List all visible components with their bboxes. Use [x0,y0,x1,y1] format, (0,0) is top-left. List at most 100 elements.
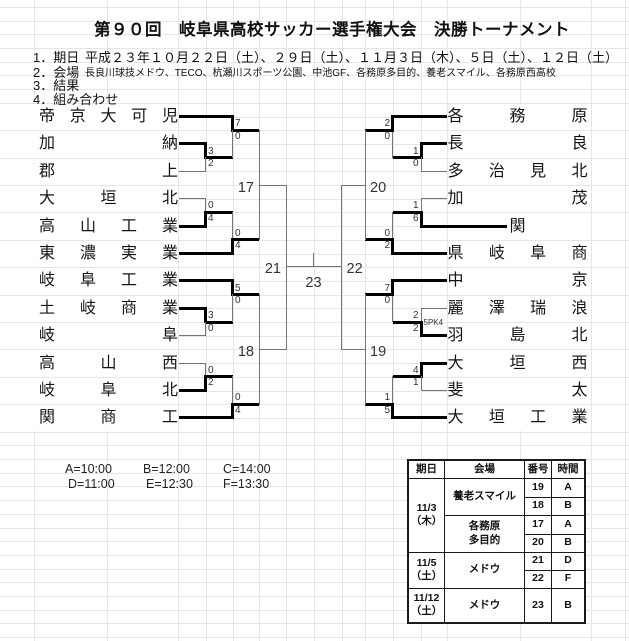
team-name-char: 大 [39,190,56,208]
time-code-cell: A [551,477,586,498]
time-code: B=12:00 [143,462,190,476]
gridline [178,198,447,200]
gridline [0,431,629,433]
time-code-cell: D [551,551,586,571]
gridline [0,445,629,447]
match-vertical [204,306,207,324]
team-name-char: 工 [120,217,137,235]
score-top: 1 [412,200,419,212]
match-number-label: 17 [237,179,254,196]
team-line [178,362,206,364]
team-name-left-11: 関商工 [39,408,178,427]
gridline [0,623,629,625]
date-cell: 11/12（土） [407,587,445,624]
team-name-char: 東 [39,245,56,262]
gridline [286,0,287,641]
match-vertical [420,157,422,172]
team-name-char: 帝 [39,108,56,125]
team-name-right-2: 多治見北 [448,162,588,181]
team-name-char: 茂 [571,190,588,208]
info-row-pairings: 4．組み合わせ [33,89,118,108]
match-vertical [205,321,206,337]
gridline [178,280,447,282]
winner-advance-line [392,210,421,214]
team-name-char: 岐 [488,245,505,262]
gridline [625,0,626,641]
match-vertical [419,361,423,379]
winner-advance-line [341,184,365,186]
team-name-char: 原 [571,108,588,125]
team-name-char: 瑞 [530,299,547,317]
gridline [0,89,629,91]
gridline [0,609,629,611]
time-code-cell: A [551,514,586,535]
team-line [421,361,447,365]
time-code-cell: F [551,569,586,589]
team-name-char: 商 [571,245,588,262]
venue-cell: メドウ [444,587,525,624]
winner-advance-line [392,320,421,324]
team-name-char: 可 [131,108,148,125]
column-header-time: 時間 [551,459,586,479]
team-name-left-5: 東濃実業 [39,244,178,263]
match-vertical [204,375,207,392]
gridline [0,582,629,584]
team-name-char: 商 [100,409,117,427]
gridline [0,459,629,460]
team-line [421,334,447,338]
team-line [392,252,447,255]
match-vertical [391,238,394,255]
winner-advance-line [392,375,421,379]
time-code-cell: B [551,533,586,553]
match-number-cell: 20 [524,533,552,553]
gridline [178,253,447,255]
team-name-char: 斐 [447,382,464,399]
gridline [178,0,179,641]
match-number-label: 20 [370,179,387,196]
gridline [0,75,629,77]
team-name-char: 関 [39,409,56,427]
score-top: 3 [208,145,214,157]
match-number-cell: 17 [524,514,552,535]
team-name-char: 岐 [39,272,56,290]
score-top: 2 [412,310,419,321]
team-line [178,115,233,118]
team-line [178,252,233,255]
team-name-char: 垣 [100,190,117,208]
team-name-char: 治 [488,162,505,180]
team-name-char: 山 [79,217,96,235]
match-vertical [232,129,233,159]
team-line [178,279,233,283]
gridline [313,0,315,641]
score-top: 5 [235,282,241,294]
score-top: 0 [384,227,390,239]
team-name-char: 濃 [79,245,96,262]
match-number-label: 22 [346,261,363,278]
team-line [178,416,233,420]
team-name-char: 垣 [488,409,505,427]
gridline [178,171,447,173]
time-code: F=13:30 [223,477,270,491]
score-bottom: 0 [384,295,390,307]
gridline [0,130,629,132]
column-header-venue: 会場 [444,459,525,479]
team-name-left-1: 加納 [39,134,178,153]
gridline [178,390,447,392]
info-value: 平成２３年１０月２２日（土）、２９日（土）、１１月３日（木）、５日（土）、１２日… [85,50,619,65]
team-name-char: 北 [571,327,588,345]
gridline [0,596,629,597]
team-name-left-4: 高山工業 [39,217,178,236]
team-name-char: 県 [447,245,464,262]
winner-advance-line [365,238,393,242]
gridline [0,568,629,570]
info-value: 長良川球技メドウ、TECO、杭瀬川スポーツ公園、中池GF、各務原多目的、養老スマ… [85,67,556,79]
gridline [34,431,35,641]
match-vertical [205,157,206,172]
team-name-char: 実 [120,245,137,262]
team-name-char: 岐 [39,382,56,399]
gridline [34,0,35,104]
gridline [232,0,234,641]
match-vertical [419,210,423,228]
gridline [0,34,629,36]
team-name-char: 工 [120,272,137,290]
